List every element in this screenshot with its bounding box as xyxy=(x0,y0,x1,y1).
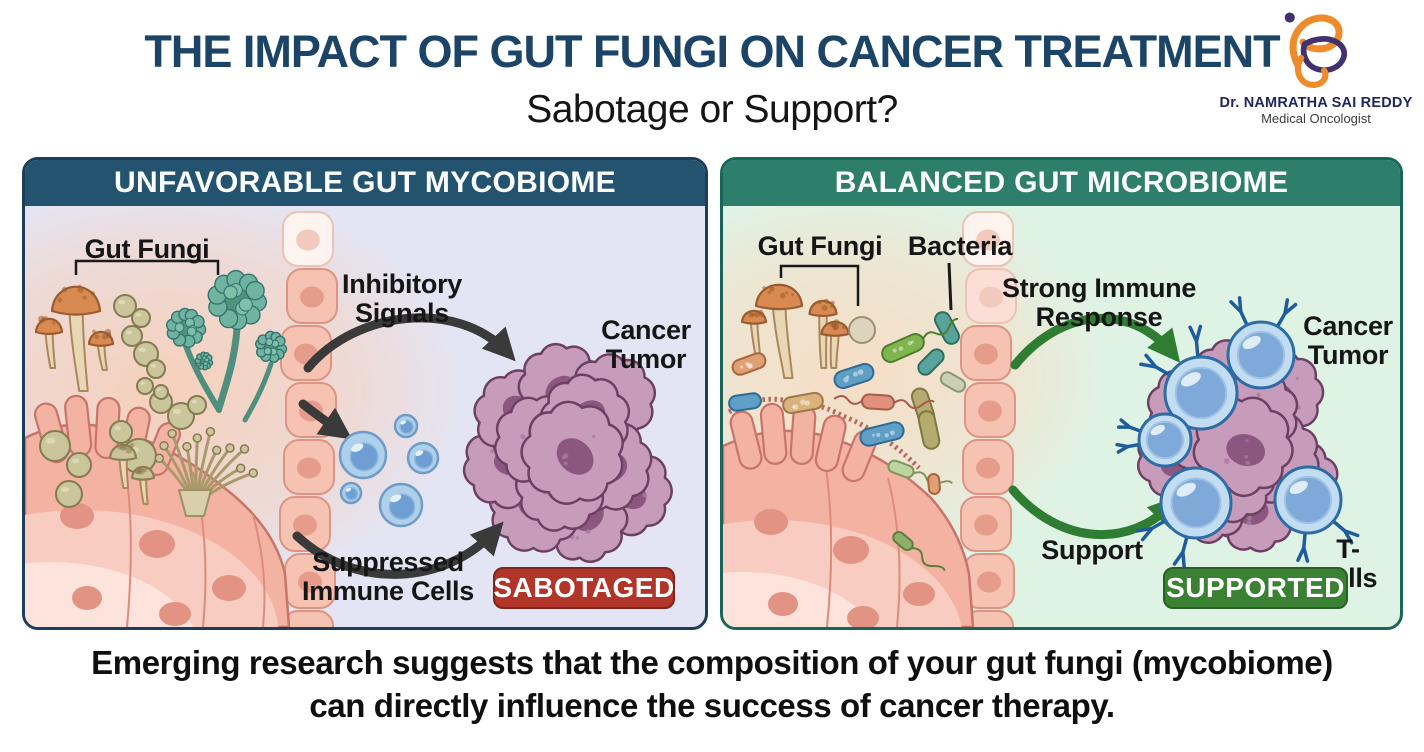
strong-immune-response-label: Strong Immune Response xyxy=(1001,273,1197,332)
support-arrow xyxy=(1008,485,1181,540)
doctor-logo: Dr. NAMRATHA SAI REDDY Medical Oncologis… xyxy=(1214,8,1418,126)
bacteria-illustration xyxy=(728,311,967,572)
left-panel-body: Gut Fungi Inhibitory Signals Cancer Tumo… xyxy=(25,181,705,627)
immune-response-arrow xyxy=(1010,313,1181,370)
villi-fingers xyxy=(729,402,877,483)
right-panel-body: Gut Fungi Bacteria Strong Immune Respons… xyxy=(723,186,1400,627)
inhibitory-signal-arrow xyxy=(303,313,516,373)
gut-fungi-illustration xyxy=(740,283,876,379)
doctor-name: Dr. NAMRATHA SAI REDDY xyxy=(1219,95,1413,111)
cancer-tumor-illustration xyxy=(462,342,673,563)
support-arrows xyxy=(1008,313,1181,540)
inhibitory-arrows xyxy=(292,313,516,579)
sabotaged-badge: SABOTAGED xyxy=(493,567,675,609)
doctor-specialty: Medical Oncologist xyxy=(1261,111,1371,126)
cancer-tumor-label: Cancer Tumor xyxy=(601,315,691,374)
left-illustration xyxy=(25,181,673,627)
caption: Emerging research suggests that the comp… xyxy=(91,644,1333,724)
gut-fungi-illustration xyxy=(34,269,288,517)
left-panel-header: UNFAVORABLE GUT MYCOBIOME xyxy=(25,160,705,206)
right-panel: BALANCED GUT MICROBIOME xyxy=(720,157,1403,630)
suppressed-immune-cells-label: Suppressed Immune Cells xyxy=(302,547,474,606)
cancer-tumor-label: Cancer Tumor xyxy=(1303,311,1393,370)
right-illustration xyxy=(723,186,1360,627)
left-panel: UNFAVORABLE GUT MYCOBIOME xyxy=(22,157,708,630)
weak-attack-arrow xyxy=(292,521,504,579)
gut-fungi-label: Gut Fungi xyxy=(84,234,210,264)
epithelial-cell-column xyxy=(960,211,1017,627)
gut-fungi-bracket xyxy=(779,264,860,306)
inhibitory-signals-label: Inhibitory Signals xyxy=(342,269,462,328)
bacteria-label: Bacteria xyxy=(907,231,1013,261)
t-cells-illustration xyxy=(1115,296,1360,569)
subtitle: Sabotage or Support? xyxy=(526,88,898,131)
butterfly-logo-icon xyxy=(1284,12,1348,88)
suppressed-immune-cells-illustration xyxy=(338,413,440,528)
epithelial-cell-column xyxy=(279,211,338,627)
gut-fungi-label: Gut Fungi xyxy=(757,231,883,261)
main-title: THE IMPACT OF GUT FUNGI ON CANCER TREATM… xyxy=(144,26,1280,77)
bacteria-pointer-line xyxy=(947,262,953,311)
support-label: Support xyxy=(1041,535,1143,565)
supported-badge: SUPPORTED xyxy=(1163,567,1348,609)
suppression-arrow xyxy=(298,399,353,440)
intestinal-wall xyxy=(723,396,975,627)
gut-fungi-bracket xyxy=(74,259,220,275)
right-panel-header: BALANCED GUT MICROBIOME xyxy=(723,160,1400,206)
